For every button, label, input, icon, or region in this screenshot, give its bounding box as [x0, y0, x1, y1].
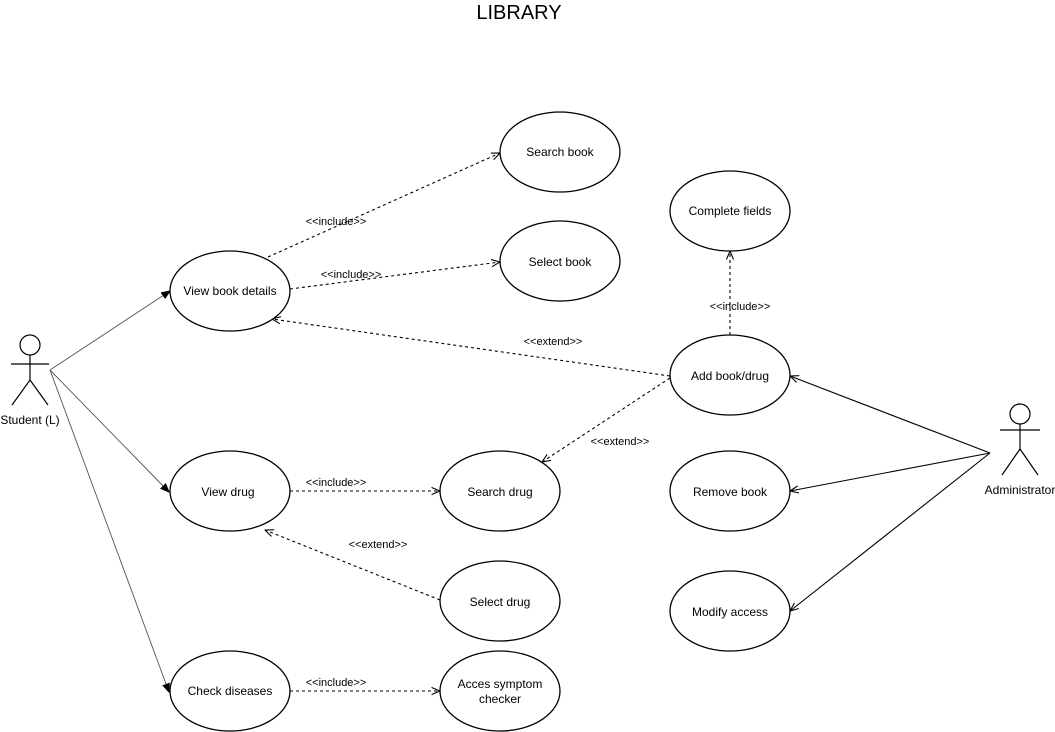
use-case-view-drug[interactable]: View drug: [169, 450, 291, 532]
label-include-search-book: <<include>>: [306, 216, 367, 228]
assoc-student-view-book-details: [49, 291, 170, 371]
assoc-admin-add-book-drug: [790, 376, 991, 454]
use-case-label: Search book: [526, 145, 594, 159]
use-case-label: Select drug: [470, 595, 531, 609]
dep-select-drug-view-drug: [265, 530, 441, 601]
actor-student-label: Student (L): [0, 413, 59, 427]
actor-administrator-label: Administrator: [985, 483, 1055, 497]
use-case-acces-symptom-checker[interactable]: Acces symptom checker: [439, 650, 561, 732]
label-include-search-drug: <<include>>: [306, 477, 367, 489]
use-case-check-diseases[interactable]: Check diseases: [169, 650, 291, 732]
label-extend-search-drug: <<extend>>: [591, 436, 650, 448]
diagram-title: LIBRARY: [476, 2, 561, 24]
label-include-symptom-checker: <<include>>: [306, 677, 367, 689]
use-case-remove-book[interactable]: Remove book: [669, 450, 791, 532]
actor-head: [19, 334, 41, 356]
use-case-label: View book details: [183, 284, 276, 298]
use-case-label: Search drug: [467, 485, 532, 499]
use-case-label-line1: Acces symptom: [458, 677, 543, 691]
use-case-search-drug[interactable]: Search drug: [439, 450, 561, 532]
label-include-select-book: <<include>>: [321, 269, 382, 281]
use-case-label: Modify access: [692, 605, 768, 619]
use-case-complete-fields[interactable]: Complete fields: [669, 170, 791, 252]
actor-right-leg: [29, 379, 49, 406]
label-extend-view-book: <<extend>>: [524, 336, 583, 348]
dep-add-search-drug: [542, 377, 671, 462]
actor-administrator: Administrator: [985, 403, 1055, 497]
label-extend-view-drug: <<extend>>: [349, 539, 408, 551]
assoc-student-check-diseases: [49, 369, 169, 692]
actor-student: Student (L): [0, 334, 60, 427]
actor-right-leg: [1019, 448, 1039, 476]
use-case-view-book-details[interactable]: View book details: [169, 250, 291, 332]
assoc-admin-modify-access: [790, 452, 991, 611]
label-include-complete-fields: <<include>>: [710, 301, 771, 313]
assoc-student-view-drug: [49, 369, 169, 492]
use-case-select-drug[interactable]: Select drug: [439, 560, 561, 642]
actor-left-leg: [1001, 448, 1021, 476]
use-case-label: Add book/drug: [691, 369, 769, 383]
assoc-admin-remove-book: [790, 452, 991, 491]
use-case-add-book-drug[interactable]: Add book/drug: [669, 334, 791, 416]
dep-view-book-search-book: [267, 153, 500, 258]
dep-view-book-select-book: [289, 262, 500, 290]
use-case-select-book[interactable]: Select book: [499, 220, 621, 302]
actor-head: [1009, 403, 1031, 425]
dep-add-view-book-details: [272, 319, 671, 377]
use-case-label-line2: checker: [479, 692, 521, 706]
use-case-search-book[interactable]: Search book: [499, 111, 621, 193]
use-case-label: View drug: [201, 485, 254, 499]
use-case-modify-access[interactable]: Modify access: [669, 570, 791, 652]
use-case-label: Check diseases: [188, 684, 273, 698]
use-case-label: Complete fields: [689, 204, 772, 218]
use-case-label: Remove book: [693, 485, 768, 499]
actor-left-leg: [11, 379, 31, 406]
use-case-label: Select book: [529, 255, 593, 269]
